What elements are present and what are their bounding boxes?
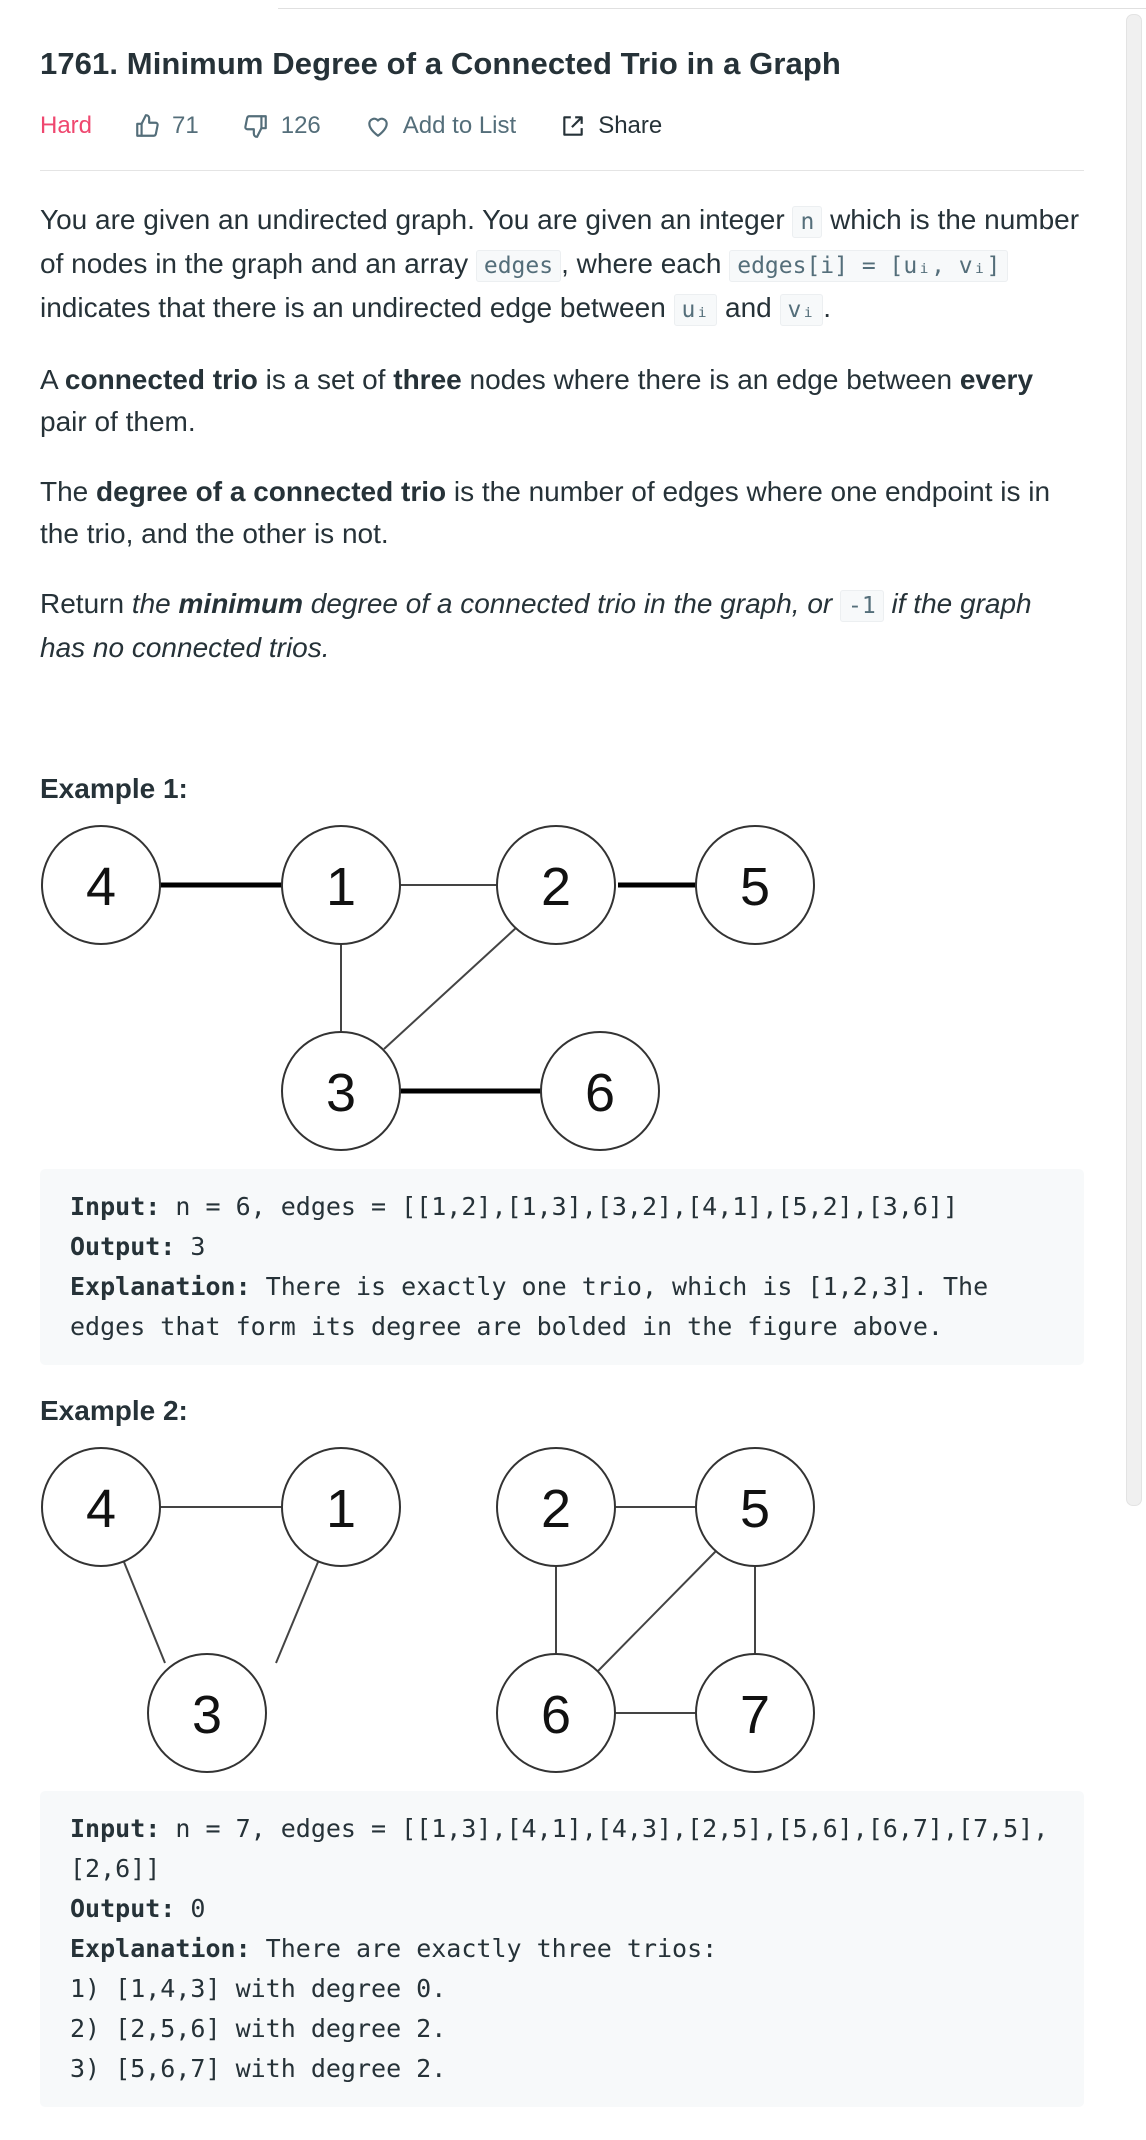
bold-text: connected trio [64,364,258,395]
example-heading: Example 1: [40,773,188,804]
like-button[interactable]: 71 [134,112,199,140]
dislike-count: 126 [280,112,321,139]
inline-code: edges [475,250,562,282]
explanation-text: There is exactly one trio, which is [1,2… [70,1272,1004,1341]
graph-node: 3 [281,1031,401,1151]
output-label: Output: [70,1232,176,1261]
graph-node: 7 [695,1653,815,1773]
explanation-label: Explanation: [70,1272,251,1301]
italic-text: the [131,588,179,619]
bold-text: degree of a connected trio [96,476,447,507]
explanation-text: There are exactly three trios: 1) [1,4,3… [70,1934,718,2083]
output-label: Output: [70,1894,176,1923]
text: is the number of edges where one endpoin… [40,476,1051,549]
thumbs-up-icon [136,114,159,137]
heart-icon [368,117,388,137]
graph-node: 6 [496,1653,616,1773]
text: nodes where there is an edge between [461,364,960,395]
bold-text: three [393,364,462,395]
graph-node: 6 [540,1031,660,1151]
description-paragraph: You are given an undirected graph. You a… [40,199,1084,331]
svg-text:5: 5 [740,857,770,917]
description-paragraph: Return the minimum degree of a connected… [40,583,1084,669]
svg-text:3: 3 [192,1685,222,1745]
svg-text:1: 1 [326,1479,356,1539]
graph-edge [123,1561,166,1664]
text: . [823,292,832,323]
input-value: n = 7, edges = [[1,3],[4,1],[4,3],[2,5],… [70,1814,1049,1883]
svg-text:4: 4 [86,857,116,917]
example-2-block: Input: n = 7, edges = [[1,3],[4,1],[4,3]… [40,1791,1084,2107]
svg-text:3: 3 [326,1063,356,1123]
text: which is the number of nodes in the grap… [40,204,1080,279]
problem-meta-bar: Hard 71 126 Add to List Share [40,110,1084,171]
difficulty-badge: Hard [40,112,93,139]
graph-edge [383,926,518,1050]
svg-text:5: 5 [740,1479,770,1539]
problem-title: 1761. Minimum Degree of a Connected Trio… [40,46,841,81]
output-value: 3 [175,1232,206,1261]
add-to-list-label: Add to List [402,112,517,139]
input-label: Input: [70,1192,161,1221]
inline-code: -1 [840,590,884,622]
example-1-block: Input: n = 6, edges = [[1,2],[1,3],[3,2]… [40,1169,1084,1365]
graph-edge [275,1561,319,1664]
explanation-label: Explanation: [70,1934,251,1963]
bold-text: every [959,364,1034,395]
input-value: n = 6, edges = [[1,2],[1,3],[3,2],[4,1],… [160,1192,959,1221]
inline-code: vᵢ [779,294,824,326]
text: Return [40,588,132,619]
svg-text:2: 2 [541,1479,571,1539]
svg-text:6: 6 [585,1063,615,1123]
svg-text:6: 6 [541,1685,571,1745]
inline-code: n [792,206,823,238]
dislike-button[interactable]: 126 [243,112,321,140]
italic-text: if the graph has no connected trios. [40,588,1032,663]
inline-code: edges[i] = [uᵢ, vᵢ] [729,250,1009,282]
description-paragraph: A connected trio is a set of three nodes… [40,359,1084,443]
svg-text:7: 7 [740,1685,770,1745]
graph-node: 5 [695,1447,815,1567]
graph-node: 3 [147,1653,267,1773]
graph-node: 1 [281,825,401,945]
top-bar [278,0,1146,9]
text: and [717,292,780,323]
graph-node: 4 [41,825,161,945]
svg-text:2: 2 [541,857,571,917]
input-label: Input: [70,1814,161,1843]
output-value: 0 [175,1894,206,1923]
add-to-list-button[interactable]: Add to List [365,112,516,140]
like-count: 71 [172,112,199,139]
share-label: Share [598,112,663,139]
example-heading: Example 2: [40,1395,188,1426]
inline-code: uᵢ [673,294,718,326]
bold-italic-text: minimum [178,588,303,619]
text: pair of them. [40,406,196,437]
scrollbar[interactable] [1126,14,1142,1506]
graph-edge [597,1550,717,1672]
svg-text:4: 4 [86,1479,116,1539]
problem-description: 1761. Minimum Degree of a Connected Trio… [40,40,1084,2107]
text: A [40,364,65,395]
example-2-graph: 4 1 3 2 5 6 7 [41,1447,815,1773]
text: , where each [561,248,730,279]
graph-node: 1 [281,1447,401,1567]
text: indicates that there is an undirected ed… [40,292,674,323]
svg-text:1: 1 [326,857,356,917]
graph-node: 5 [695,825,815,945]
share-button[interactable]: Share [560,112,662,140]
example-1-graph: 4 1 2 5 3 6 [41,825,815,1151]
thumbs-down-icon [244,115,267,138]
text: is a set of [257,364,394,395]
description-paragraph: The degree of a connected trio is the nu… [40,471,1084,555]
graph-node: 2 [496,825,616,945]
share-icon [563,116,583,136]
text: The [40,476,97,507]
text: You are given an undirected graph. You a… [40,204,793,235]
graph-node: 4 [41,1447,161,1567]
italic-text: degree of a connected trio in the graph,… [303,588,841,619]
graph-node: 2 [496,1447,616,1567]
